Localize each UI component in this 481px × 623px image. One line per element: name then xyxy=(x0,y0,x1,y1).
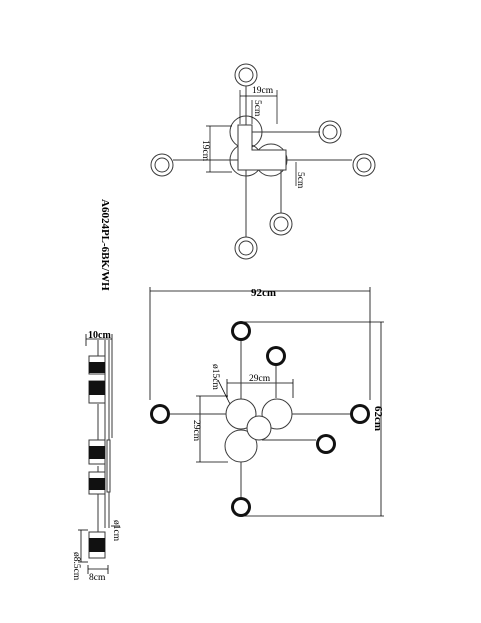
side-view xyxy=(78,334,120,574)
top-dimensions xyxy=(206,90,297,186)
plan-dim-center-height: 29cm xyxy=(191,420,201,442)
plan-view xyxy=(149,287,384,517)
side-dimension-lines xyxy=(78,334,120,574)
side-shades xyxy=(88,355,106,559)
model-code: A6024PL-6BK/WH xyxy=(99,199,111,291)
side-shade-5 xyxy=(88,531,106,559)
top-head-top xyxy=(234,63,258,87)
plan-dim-center-width: 29cm xyxy=(249,374,271,384)
top-head-left xyxy=(150,153,174,177)
side-shade-3 xyxy=(88,439,106,465)
top-dim-small-offset-top: 5cm xyxy=(252,100,262,117)
top-dim-overall-height: 19cm xyxy=(200,140,210,162)
side-dim-shade-diameter: ø8.5cm xyxy=(71,552,81,581)
plan-dim-total-height: 62cm xyxy=(372,406,384,431)
top-head-right xyxy=(352,153,376,177)
side-dim-top-depth: 10cm xyxy=(88,330,111,341)
top-head-lower-right xyxy=(269,212,293,236)
plan-center-discs xyxy=(224,398,293,463)
top-dim-overall-width: 19cm xyxy=(252,86,274,96)
plan-dim-total-width: 92cm xyxy=(251,287,276,299)
side-dim-rod-diameter: ø1cm xyxy=(111,520,121,542)
side-shade-2 xyxy=(88,380,106,404)
top-light-heads xyxy=(150,63,376,260)
side-shade-1 xyxy=(88,355,106,375)
side-shade-4 xyxy=(88,471,106,495)
plan-dim-disc-diameter: ø15cm xyxy=(210,364,220,390)
top-dim-small-offset-right: 5cm xyxy=(295,172,305,189)
top-head-upper-right xyxy=(318,120,342,144)
side-dim-shade-height: 8cm xyxy=(89,573,106,583)
top-bracket xyxy=(237,124,287,171)
top-head-bottom xyxy=(234,236,258,260)
plan-dimension-lines xyxy=(149,287,384,517)
plan-light-heads xyxy=(150,321,370,517)
top-view xyxy=(150,63,376,260)
